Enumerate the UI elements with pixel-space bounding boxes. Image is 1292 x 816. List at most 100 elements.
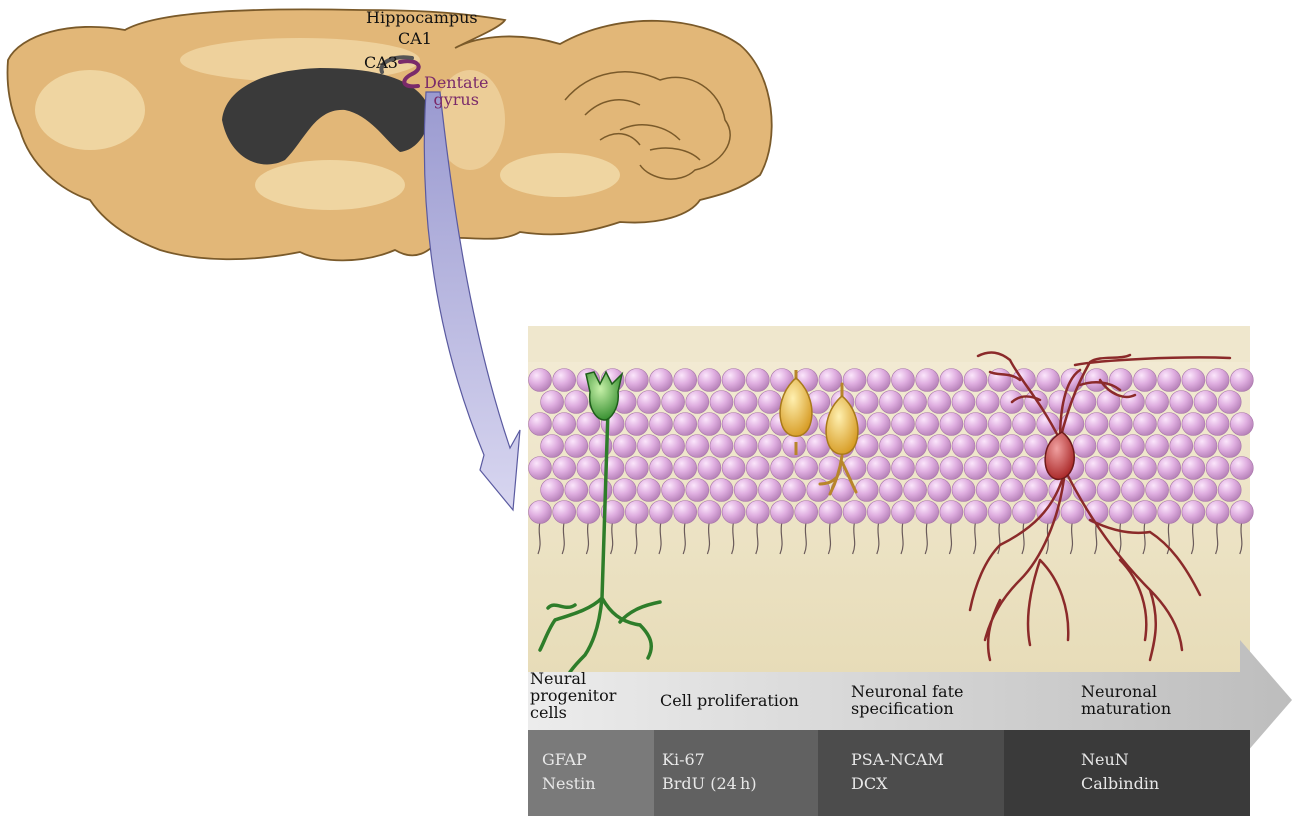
granule-cell [952, 435, 975, 458]
granule-cell [1134, 413, 1157, 436]
granule-cell [771, 501, 794, 524]
granule-cell [1085, 413, 1108, 436]
granule-cell [686, 435, 709, 458]
granule-cell [1230, 501, 1253, 524]
granule-cell [892, 457, 915, 480]
granule-cell [650, 413, 673, 436]
granule-cell [1085, 457, 1108, 480]
granule-cell [1134, 369, 1157, 392]
granule-cell [1206, 501, 1229, 524]
granule-cell [1146, 435, 1169, 458]
granule-cell [734, 391, 757, 414]
granule-cell [1025, 435, 1048, 458]
granule-cell [698, 457, 721, 480]
granule-cell [783, 435, 806, 458]
brain-section [8, 9, 772, 260]
granule-cell [940, 369, 963, 392]
granule-cell [916, 369, 939, 392]
granule-cell [565, 391, 588, 414]
granule-cell [904, 391, 927, 414]
granule-cell [722, 413, 745, 436]
granule-cell [928, 435, 951, 458]
granule-cell [1109, 369, 1132, 392]
markers-maturation: NeuN Calbindin [1081, 748, 1159, 796]
granule-cell [650, 457, 673, 480]
granule-cell [916, 457, 939, 480]
granule-cell [964, 457, 987, 480]
granule-cell [674, 413, 697, 436]
granule-cell [879, 435, 902, 458]
granule-cell [1194, 391, 1217, 414]
granule-cell [674, 369, 697, 392]
granule-cell [843, 501, 866, 524]
granule-cell [1013, 457, 1036, 480]
granule-cell [577, 501, 600, 524]
granule-cell [1121, 435, 1144, 458]
stage-progenitor: Neural progenitor cells [530, 670, 616, 721]
granule-cell [1025, 479, 1048, 502]
granule-cell [1073, 435, 1096, 458]
granule-cell [529, 369, 552, 392]
granule-cell [553, 457, 576, 480]
granule-cell [916, 501, 939, 524]
granule-cell [855, 479, 878, 502]
granule-cell [625, 457, 648, 480]
granule-cell [988, 501, 1011, 524]
granule-cell [734, 435, 757, 458]
granule-cell [722, 501, 745, 524]
granule-cell [1194, 479, 1217, 502]
markers-fate-specification: PSA-NCAM DCX [851, 748, 944, 796]
granule-cell [1206, 413, 1229, 436]
granule-cell [1134, 501, 1157, 524]
granule-cell [988, 413, 1011, 436]
granule-cell [940, 457, 963, 480]
granule-cell [613, 435, 636, 458]
granule-cell [1158, 501, 1181, 524]
granule-cell [686, 479, 709, 502]
granule-cell [746, 457, 769, 480]
granule-cell [879, 479, 902, 502]
granule-cell [589, 479, 612, 502]
granule-cell [746, 501, 769, 524]
granule-cell [698, 501, 721, 524]
granule-cell [541, 391, 564, 414]
granule-cell [758, 479, 781, 502]
brain-highlight-1 [35, 70, 145, 150]
granule-cell [964, 501, 987, 524]
granule-cell [855, 435, 878, 458]
granule-cell [867, 457, 890, 480]
granule-cell [1218, 479, 1241, 502]
granule-cell [1158, 457, 1181, 480]
panel-top-band [528, 326, 1250, 362]
granule-cell [988, 457, 1011, 480]
granule-cell [710, 435, 733, 458]
granule-cell [553, 369, 576, 392]
granule-cell [964, 413, 987, 436]
granule-cell [746, 413, 769, 436]
granule-cell [964, 369, 987, 392]
markers-proliferation: Ki-67 BrdU (24 h) [662, 748, 757, 796]
granule-cell [1230, 369, 1253, 392]
granule-cell [783, 479, 806, 502]
granule-cell [1037, 369, 1060, 392]
granule-cell [916, 413, 939, 436]
granule-cell [698, 369, 721, 392]
granule-cell [637, 391, 660, 414]
granule-cell [722, 369, 745, 392]
granule-cell [879, 391, 902, 414]
granule-cell [1182, 369, 1205, 392]
dentate-panel [528, 326, 1292, 816]
granule-cell [1085, 369, 1108, 392]
granule-cell [867, 501, 890, 524]
granule-cell [1206, 369, 1229, 392]
granule-cell [529, 413, 552, 436]
granule-cell [940, 413, 963, 436]
brain-highlight-4 [255, 160, 405, 210]
granule-cell [674, 501, 697, 524]
granule-cell [1109, 413, 1132, 436]
granule-cell [976, 479, 999, 502]
granule-cell [1000, 435, 1023, 458]
brain-highlight-3 [500, 153, 620, 197]
granule-cell [662, 391, 685, 414]
granule-cell [795, 457, 818, 480]
